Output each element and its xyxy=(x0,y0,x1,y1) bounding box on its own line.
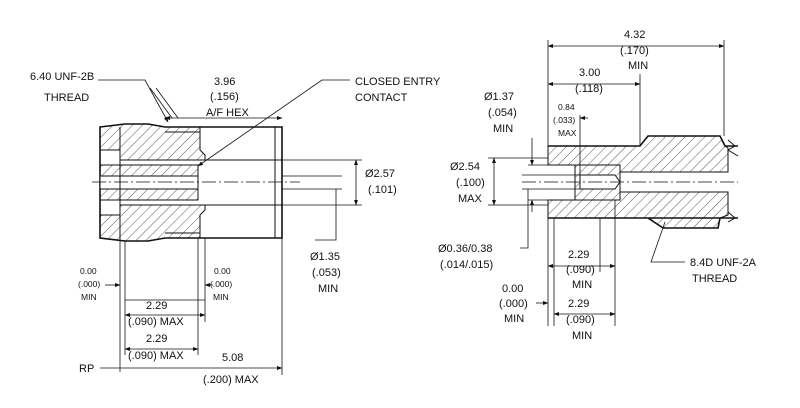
male-min-zero-min: MIN xyxy=(504,313,524,325)
female-rp-label: RP xyxy=(79,363,94,375)
female-length-value: 5.08 xyxy=(222,352,243,364)
female-dia-outer-inch: (.101) xyxy=(368,184,397,196)
female-hex-value: 3.96 xyxy=(214,76,235,88)
female-depth2-inch: (.090) MAX xyxy=(128,350,184,362)
female-min-left-value: 0.00 xyxy=(80,266,97,276)
male-pin-offset-max: MAX xyxy=(558,128,577,138)
female-lower-wall xyxy=(99,204,206,242)
female-min-left-label: MIN xyxy=(81,292,97,302)
male-pin-offset-value: 0.84 xyxy=(558,102,575,112)
female-dia-pin-value: Ø1.35 xyxy=(310,251,340,263)
male-dia254-max: MAX xyxy=(458,193,483,205)
male-pin-dia-inch: (.014/.015) xyxy=(440,259,493,271)
female-hex-inch: (.156) xyxy=(210,91,239,103)
male-min-zero-inch: (.000) xyxy=(499,298,528,310)
male-overall-min: MIN xyxy=(628,60,648,72)
female-dia-outer-value: Ø2.57 xyxy=(365,168,395,180)
female-depth2-value: 2.29 xyxy=(146,333,167,345)
male-len-a-min: MIN xyxy=(572,279,592,291)
male-dia137-value: Ø1.37 xyxy=(484,91,514,103)
female-dia-pin-inch: (.053) xyxy=(312,267,341,279)
male-len-b-inch: (.090) xyxy=(566,314,595,326)
male-pin-dia-value: Ø0.36/0.38 xyxy=(438,243,492,255)
female-contact-label-1: CLOSED ENTRY xyxy=(355,76,441,88)
male-len-b-value: 2.29 xyxy=(568,298,589,310)
male-pin-offset-inch: (.033) xyxy=(553,115,575,125)
male-overall-inch: (.170) xyxy=(620,45,649,57)
female-hex-label: A/F HEX xyxy=(206,107,249,119)
male-dia137-min: MIN xyxy=(493,123,513,135)
male-connector-view: 4.32 (.170) MIN 3.00 (.118) Ø1.37 (.054)… xyxy=(438,29,757,342)
male-inner-inch: (.118) xyxy=(575,83,603,95)
female-min-right-value: 0.00 xyxy=(214,266,231,276)
female-contact-label-2: CONTACT xyxy=(355,92,408,104)
female-min-left-inch: (.000) xyxy=(78,279,100,289)
male-len-b-min: MIN xyxy=(572,330,592,342)
female-length-inch: (.200) MAX xyxy=(203,374,259,386)
male-len-a-value: 2.29 xyxy=(568,249,589,261)
male-overall-value: 4.32 xyxy=(624,29,645,41)
male-thread-label-2: THREAD xyxy=(692,273,737,285)
female-thread-label-1: 6.40 UNF-2B xyxy=(30,71,94,83)
male-min-zero-value: 0.00 xyxy=(502,283,523,295)
female-connector-view: 6.40 UNF-2B THREAD 3.96 (.156) A/F HEX C… xyxy=(30,71,441,386)
female-depth1-inch: (.090) MAX xyxy=(128,316,184,328)
female-upper-wall xyxy=(99,123,206,161)
female-min-right-inch: (.000) xyxy=(210,279,232,289)
male-dia137-inch: (.054) xyxy=(488,107,517,119)
male-dia254-value: Ø2.54 xyxy=(450,161,480,173)
female-thread-label-2: THREAD xyxy=(44,92,89,104)
female-min-right-label: MIN xyxy=(213,292,229,302)
female-contact-bore xyxy=(99,175,199,190)
male-dia254-inch: (.100) xyxy=(456,177,485,189)
female-dia-pin-min: MIN xyxy=(318,283,338,295)
female-depth1-value: 2.29 xyxy=(146,300,167,312)
male-thread-label-1: 8.4D UNF-2A xyxy=(690,257,757,269)
male-inner-value: 3.00 xyxy=(579,67,600,79)
